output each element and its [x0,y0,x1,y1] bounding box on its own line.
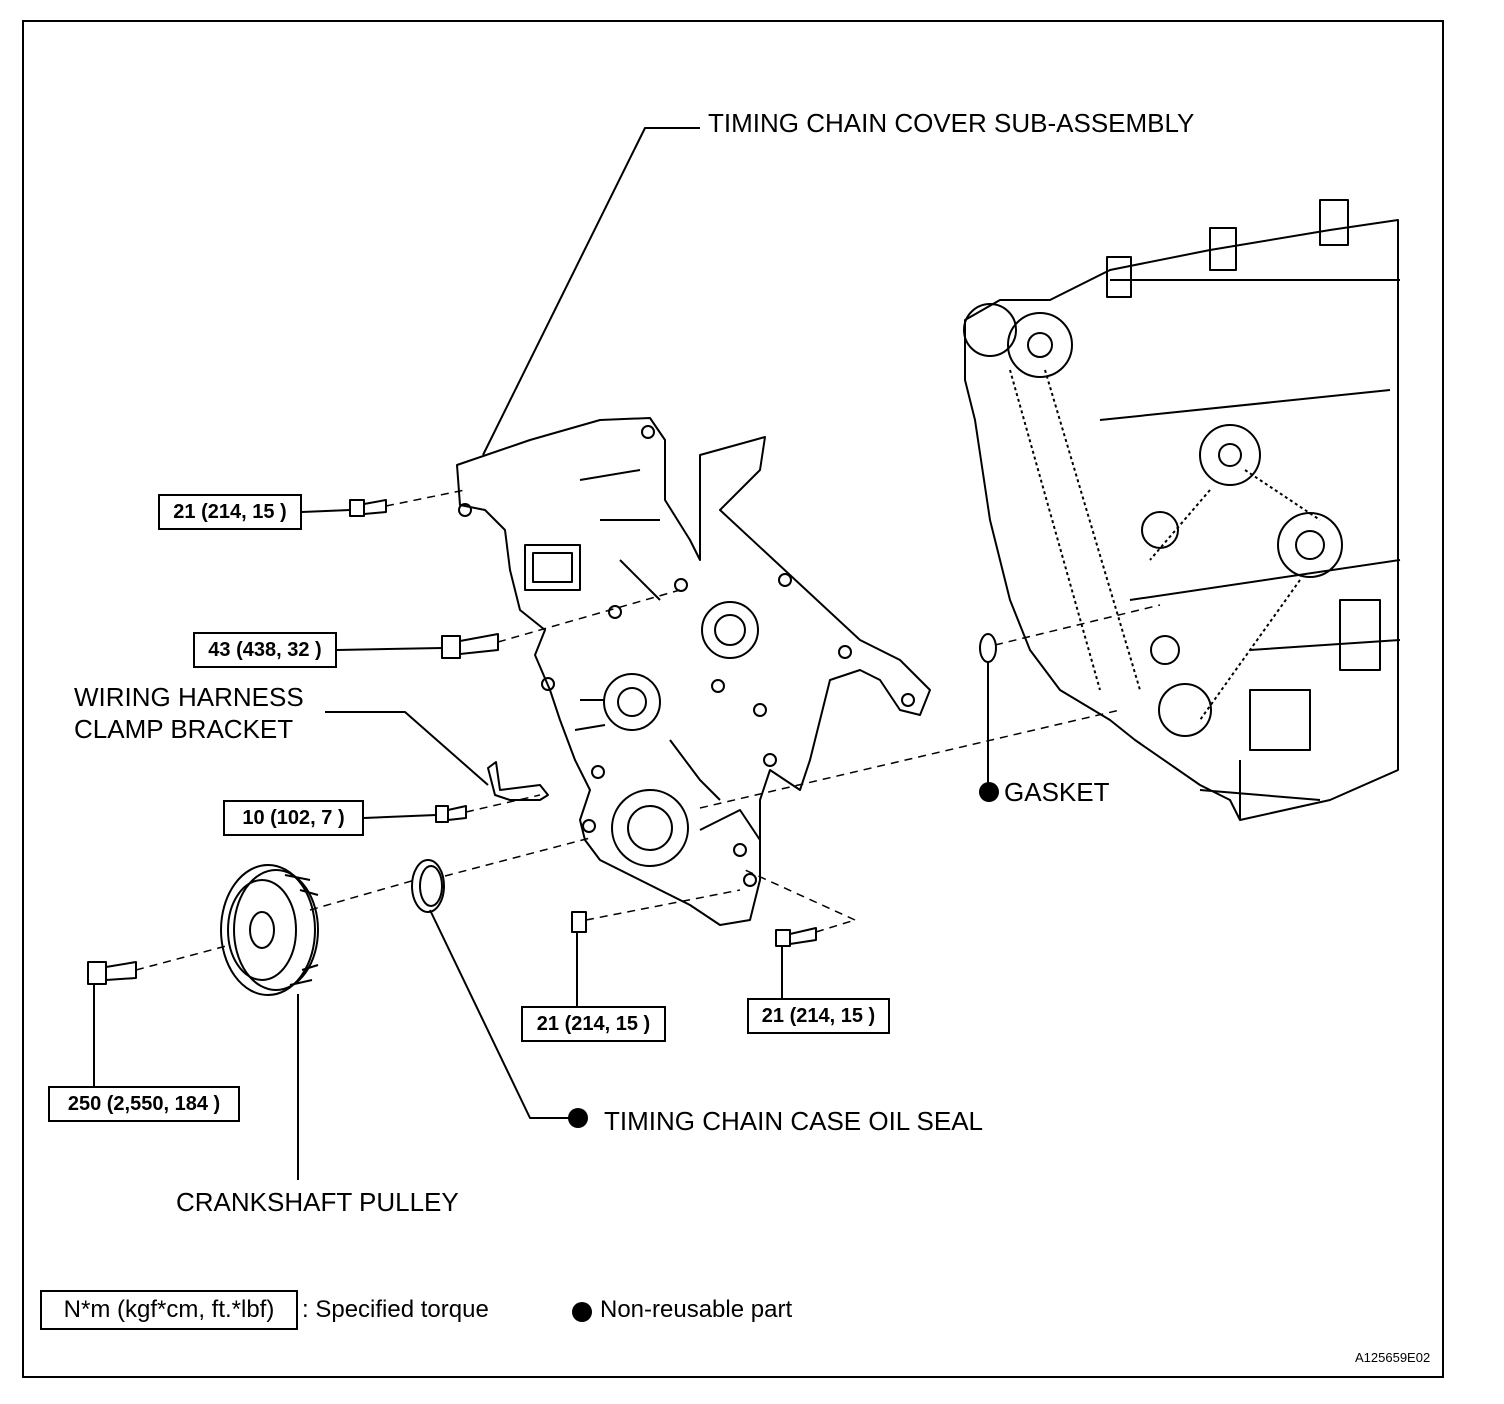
label-crankshaft-pulley: CRANKSHAFT PULLEY [176,1187,459,1217]
torque-box-clamp-bracket: 10 (102, 7 ) [223,800,364,836]
crankshaft-pulley-illustration [220,864,319,996]
legend-torque-desc: : Specified torque [302,1296,489,1323]
label-timing-chain-cover: TIMING CHAIN COVER SUB-ASSEMBLY [708,108,1195,138]
torque-box-lower-left: 21 (214, 15 ) [521,1006,666,1042]
diagram-frame [22,20,1444,1378]
torque-box-pulley-bolt: 250 (2,550, 184 ) [48,1086,240,1122]
label-wiring-harness-line2: CLAMP BRACKET [74,714,294,744]
oil-seal-nonreusable-icon [568,1108,588,1128]
legend-torque-units: N*m (kgf*cm, ft.*lbf) [40,1290,298,1330]
gasket-nonreusable-icon [979,782,999,802]
oil-seal-illustration [411,859,445,913]
leader-lines [93,127,989,1180]
torque-box-cover-mid: 43 (438, 32 ) [193,632,337,668]
torque-box-lower-right: 21 (214, 15 ) [747,998,890,1034]
label-gasket: GASKET [1004,777,1110,807]
assembly-dashed-lines [135,489,1161,971]
legend-nonreusable-desc: Non-reusable part [600,1296,793,1323]
gasket-illustration [979,633,997,663]
label-wiring-harness-line1: WIRING HARNESS [74,682,304,712]
label-timing-chain-oil-seal: TIMING CHAIN CASE OIL SEAL [604,1106,984,1136]
torque-box-cover-top: 21 (214, 15 ) [158,494,302,530]
timing-chain-cover-illustration [456,417,931,926]
clamp-bracket-illustration [487,761,549,801]
engine-block-illustration [963,199,1401,821]
figure-code: A125659E02 [1355,1350,1431,1365]
legend-nonreusable-icon [572,1302,592,1322]
